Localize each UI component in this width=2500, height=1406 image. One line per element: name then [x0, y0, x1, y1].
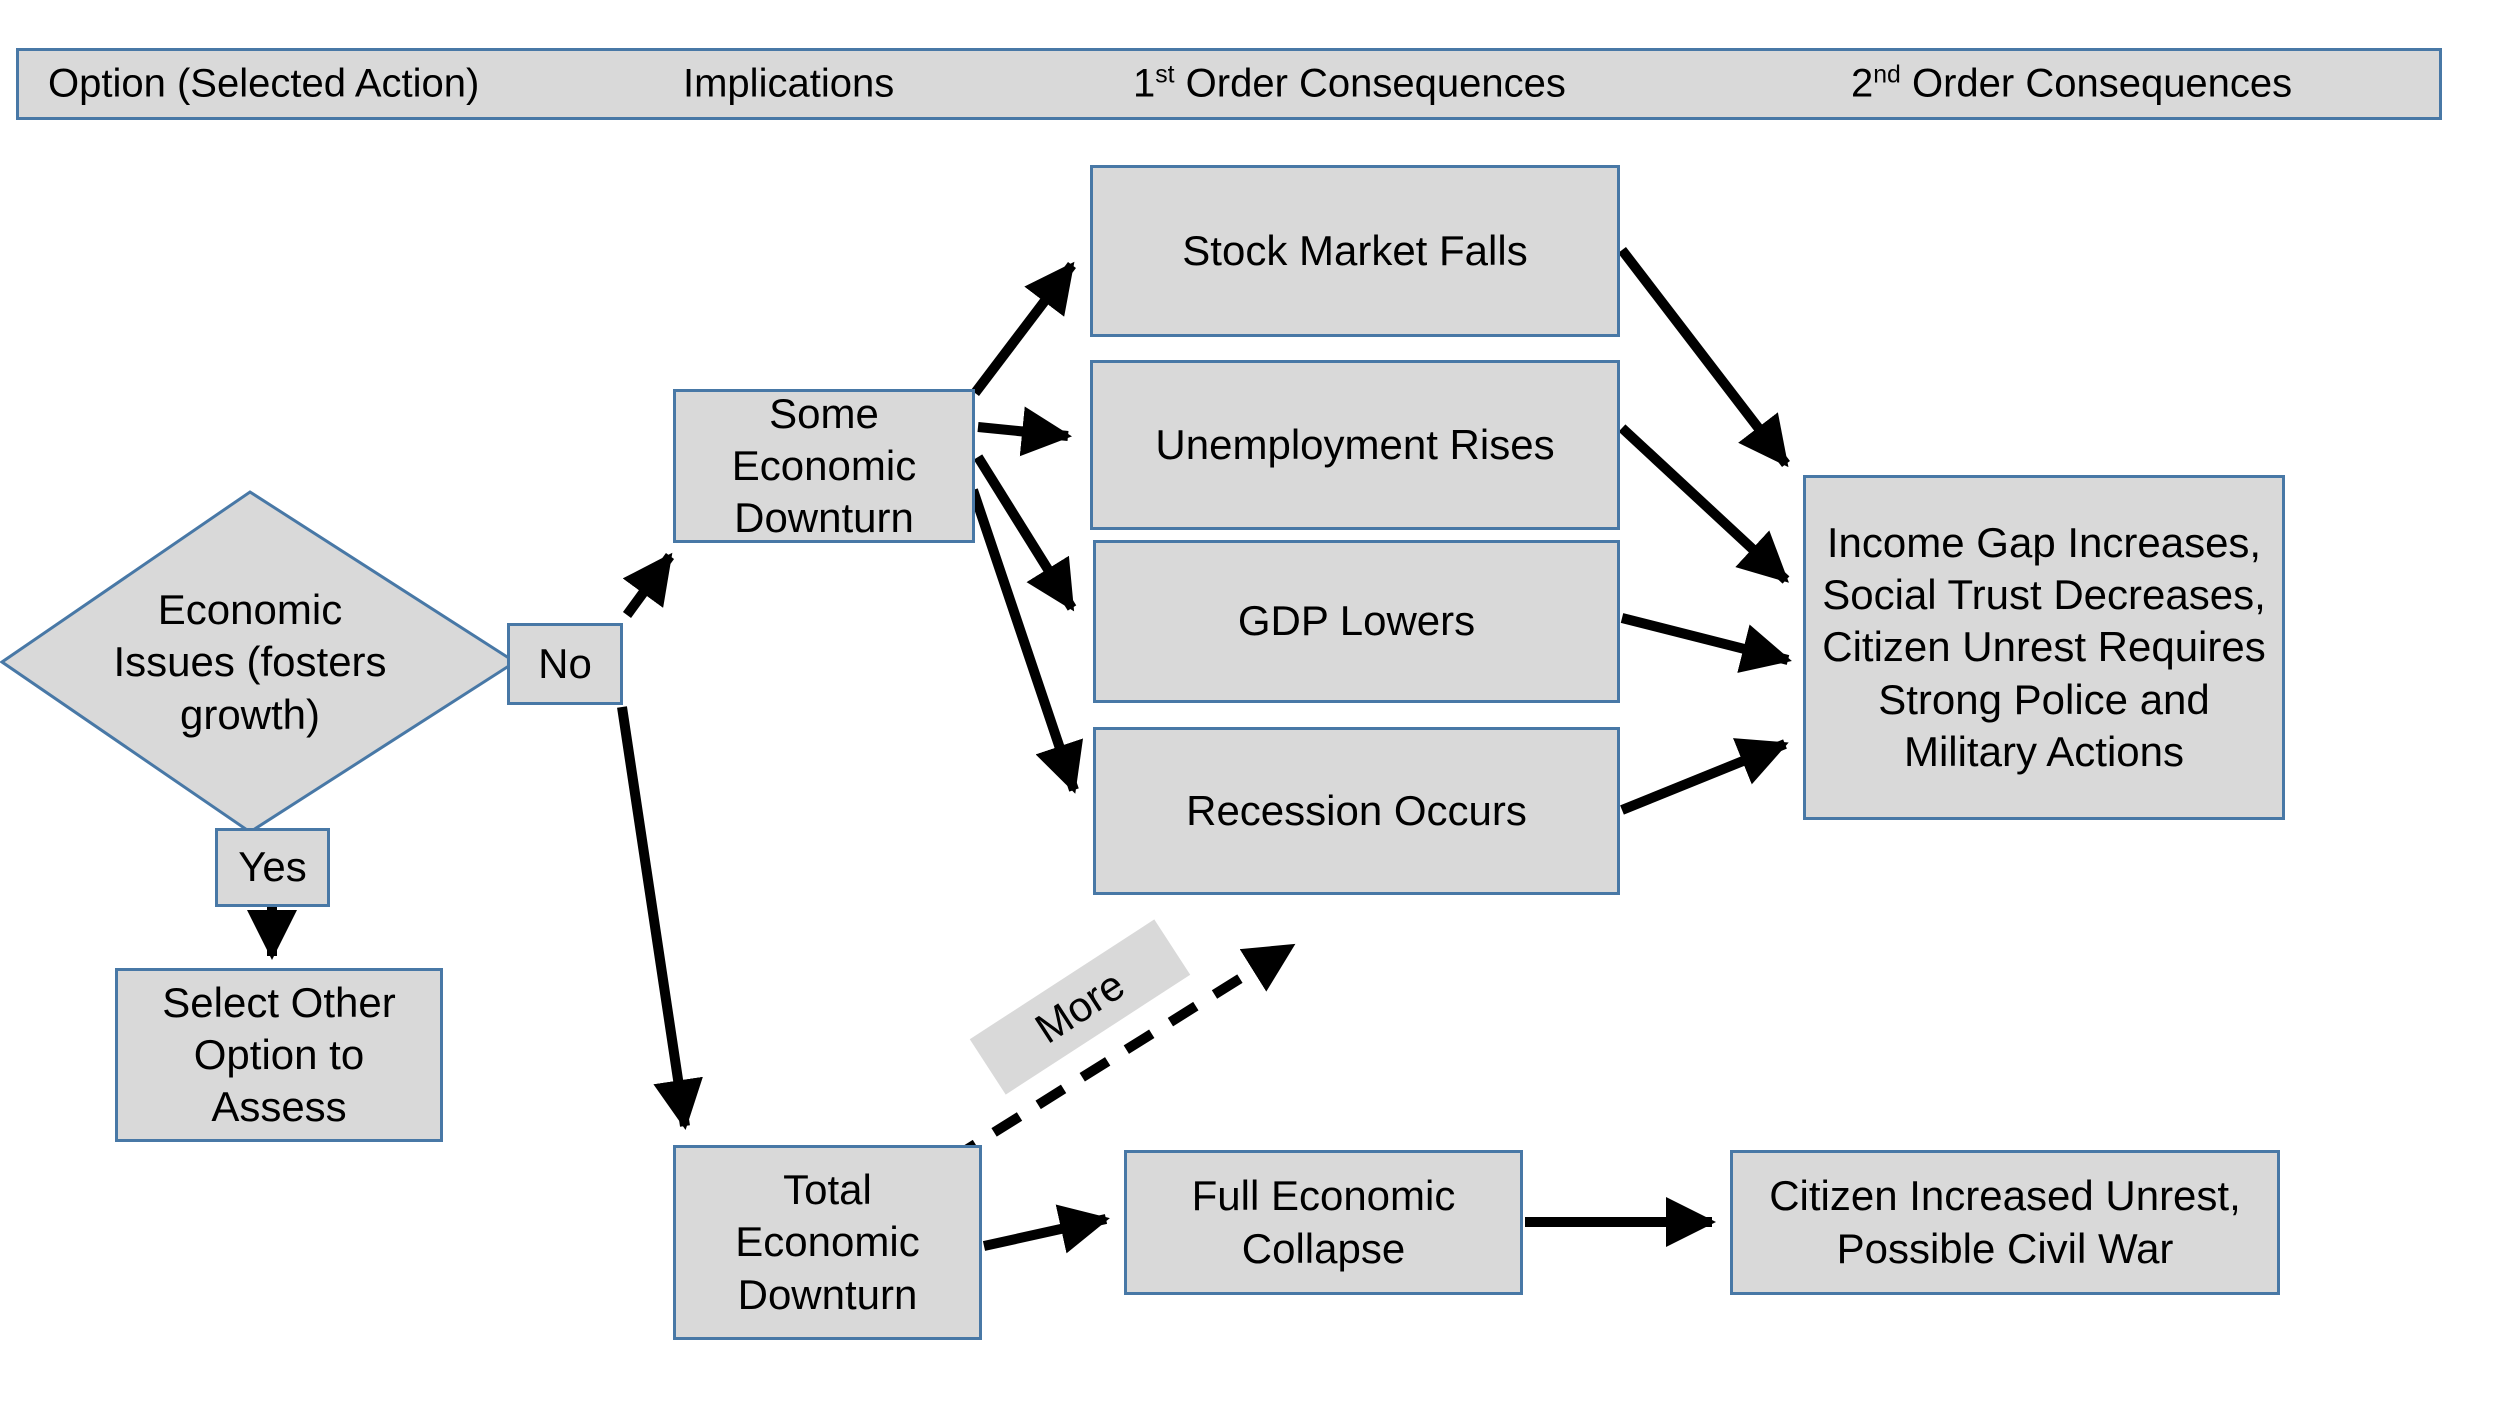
full-collapse-label: Full Economic Collapse: [1191, 1172, 1456, 1272]
some-downturn-label: Some Economic Downturn: [731, 389, 917, 542]
stock-market-falls-box: Stock Market Falls: [1090, 165, 1620, 337]
total-downturn-label: Total Economic Downturn: [735, 1166, 920, 1318]
arrow-recession-to-income-gap: [1620, 738, 1789, 815]
full-economic-collapse-box: Full Economic Collapse: [1124, 1150, 1523, 1295]
recession-occurs-box: Recession Occurs: [1093, 727, 1620, 895]
civil-war-box: Citizen Increased Unrest, Possible Civil…: [1730, 1150, 2280, 1295]
arrow-total-to-full-collapse: [982, 1204, 1110, 1254]
arrow-gdp-to-income-gap: [1620, 613, 1792, 673]
income-gap-label: Income Gap Increases, Social Trust Decre…: [1822, 519, 2266, 775]
superscript-nd: nd: [1873, 61, 1901, 89]
superscript-st: st: [1155, 61, 1175, 89]
arrow-some-to-stock-market: [971, 261, 1076, 397]
header-second-order-column: 2nd Order Consequences: [1851, 61, 2293, 106]
header-option-column: Option (Selected Action): [48, 61, 480, 106]
decision-label: Economic Issues (fosters growth): [113, 586, 387, 738]
select-other-option-box: Select Other Option to Assess: [115, 968, 443, 1142]
total-economic-downturn-box: Total Economic Downturn: [673, 1145, 982, 1340]
dashed-arrow-more: [947, 941, 1296, 1165]
no-label: No: [538, 639, 592, 687]
recession-occurs-label: Recession Occurs: [1186, 786, 1527, 834]
arrow-some-to-unemployment: [977, 406, 1072, 457]
arrow-no-to-some-downturn: [622, 552, 675, 618]
select-other-label: Select Other Option to Assess: [162, 978, 396, 1131]
some-economic-downturn-box: Some Economic Downturn: [673, 389, 975, 543]
arrow-stock-to-income-gap: [1618, 246, 1790, 468]
gdp-lowers-label: GDP Lowers: [1237, 597, 1476, 645]
header-implications-column: Implications: [683, 61, 895, 106]
unemployment-rises-label: Unemployment Rises: [1155, 420, 1555, 468]
arrow-unemployment-to-income-gap: [1618, 424, 1790, 584]
arrow-some-to-gdp: [973, 454, 1077, 612]
header-first-order-column: 1st Order Consequences: [1133, 61, 1566, 106]
decision-economic-issues: Economic Issues (fosters growth): [95, 520, 405, 805]
arrow-some-to-recession: [968, 488, 1084, 794]
header-row: Option (Selected Action) Implications 1s…: [16, 48, 2442, 120]
yes-branch-box: Yes: [215, 828, 330, 907]
unemployment-rises-box: Unemployment Rises: [1090, 360, 1620, 530]
stock-market-falls-label: Stock Market Falls: [1182, 226, 1528, 274]
arrow-no-to-total-downturn: [617, 706, 703, 1130]
no-branch-box: No: [507, 623, 623, 705]
income-gap-consequences-box: Income Gap Increases, Social Trust Decre…: [1803, 475, 2285, 820]
gdp-lowers-box: GDP Lowers: [1093, 540, 1620, 703]
yes-label: Yes: [238, 843, 307, 891]
civil-war-label: Citizen Increased Unrest, Possible Civil…: [1769, 1172, 2241, 1272]
